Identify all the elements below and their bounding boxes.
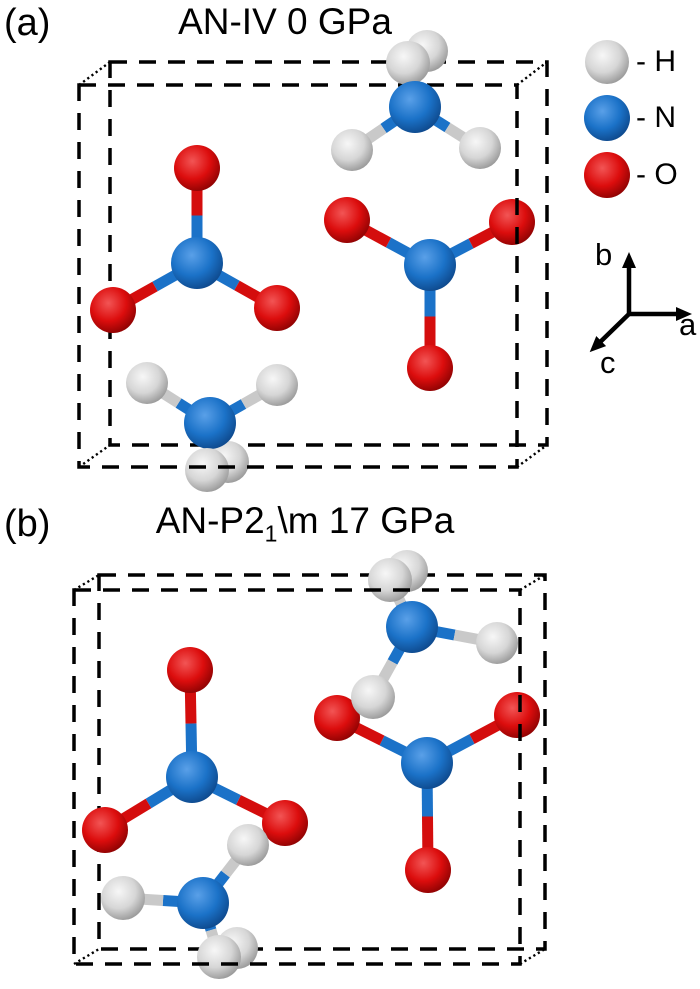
h-atom bbox=[386, 41, 430, 85]
legend-h-sphere bbox=[585, 40, 629, 84]
panel-b-title: AN-P21\m 17 GPa bbox=[90, 497, 520, 557]
legend-label-h: - H bbox=[636, 45, 676, 78]
h-atom bbox=[368, 558, 412, 602]
h-atom bbox=[101, 876, 145, 920]
n-atom bbox=[389, 81, 441, 133]
nitrate-anion-left bbox=[82, 647, 308, 853]
ammonium-cation-bottom bbox=[126, 362, 298, 492]
o-atom bbox=[254, 285, 300, 331]
ammonium-cation-top bbox=[331, 30, 501, 171]
h-atom bbox=[256, 364, 298, 406]
h-atom bbox=[476, 622, 518, 664]
n-atom bbox=[386, 601, 438, 653]
axis-b-label: b bbox=[595, 237, 613, 272]
molecules-a-front bbox=[331, 30, 501, 171]
o-atom bbox=[407, 345, 453, 391]
unit-cell-a bbox=[77, 30, 549, 492]
o-atom bbox=[82, 807, 128, 853]
axis-c-arrow bbox=[589, 312, 631, 353]
panel-a-label: (a) bbox=[4, 2, 51, 44]
axis-c-label: c bbox=[600, 345, 616, 380]
panel-b-title-pre: AN-P2 bbox=[155, 500, 265, 541]
h-atom bbox=[351, 675, 395, 719]
o-atom bbox=[324, 197, 370, 243]
o-atom bbox=[167, 647, 213, 693]
nitrate-anion-right bbox=[314, 692, 540, 893]
unit-cell-a-c-edges bbox=[78, 61, 548, 468]
n-atom bbox=[404, 239, 456, 291]
o-atom bbox=[174, 145, 220, 191]
legend-n-sphere bbox=[584, 95, 630, 141]
nitrate-anion-left bbox=[90, 145, 300, 333]
nitrate-anion-right bbox=[324, 197, 535, 391]
legend-label-n: - N bbox=[636, 101, 676, 134]
h-atom bbox=[126, 362, 168, 404]
o-atom bbox=[494, 692, 540, 738]
legend-label-o: - O bbox=[636, 158, 678, 191]
panel-b-title-sub: 1 bbox=[264, 520, 278, 547]
o-atom bbox=[262, 800, 308, 846]
panel-b-title-post: \m 17 GPa bbox=[277, 500, 455, 541]
unit-cell-a-front-face bbox=[77, 83, 519, 469]
h-atom bbox=[185, 448, 229, 492]
h-atom bbox=[227, 824, 269, 866]
molecules-a-inside bbox=[90, 145, 535, 492]
h-atom bbox=[459, 127, 501, 169]
n-atom bbox=[177, 877, 229, 929]
unit-cell-b-back-face bbox=[97, 573, 547, 951]
unit-cell-b-front-face bbox=[72, 588, 522, 966]
n-atom bbox=[401, 737, 453, 789]
ammonium-cation-bottom bbox=[101, 824, 269, 979]
molecules-b-inside bbox=[82, 550, 540, 979]
h-atom bbox=[331, 129, 373, 171]
n-atom bbox=[171, 237, 223, 289]
unit-cell-a-back-face bbox=[108, 60, 549, 447]
o-atom bbox=[489, 199, 535, 245]
o-atom bbox=[405, 847, 451, 893]
crystal-axes bbox=[589, 252, 692, 353]
panel-a-title: AN-IV 0 GPa bbox=[70, 0, 500, 58]
ammonium-cation-top bbox=[351, 550, 518, 719]
unit-cell-b bbox=[72, 550, 547, 979]
n-atom bbox=[166, 751, 218, 803]
n-atom bbox=[184, 397, 236, 449]
h-atom bbox=[197, 935, 241, 979]
panel-a-title-pre: AN-IV 0 GPa bbox=[178, 1, 392, 42]
o-atom bbox=[90, 287, 136, 333]
o-atom bbox=[314, 695, 360, 741]
legend-o-sphere bbox=[584, 152, 630, 198]
legend-spheres bbox=[584, 40, 630, 198]
axis-a-label: a bbox=[679, 307, 697, 342]
panel-b-label: (b) bbox=[4, 503, 51, 545]
